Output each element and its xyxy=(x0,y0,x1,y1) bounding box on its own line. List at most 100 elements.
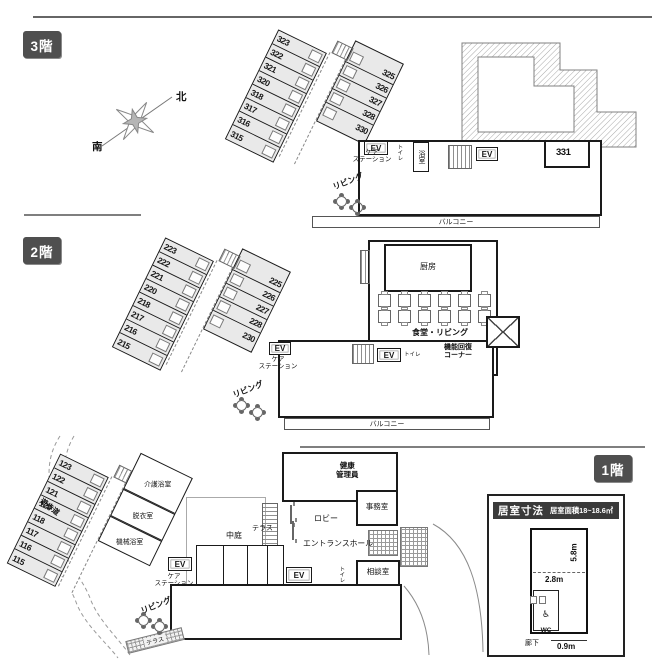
floor2-badge: 2階 xyxy=(23,237,61,264)
bed-icon xyxy=(168,311,184,326)
bed-icon xyxy=(294,76,310,91)
entrance-hall-label: エントランスホール xyxy=(303,539,374,548)
detail-title: 居室寸法 xyxy=(498,505,544,517)
sample-room-outline xyxy=(530,528,588,634)
room-number: 220 xyxy=(142,281,159,297)
room-number: 217 xyxy=(129,308,146,324)
room-number: 316 xyxy=(235,114,252,129)
elevator: EV xyxy=(377,348,401,362)
room-number: 323 xyxy=(275,33,292,48)
lightwell-shaft xyxy=(486,316,520,348)
room-number: 228 xyxy=(247,315,264,330)
room-dimension-panel: 居室寸法 居室面積18~18.6㎡ 5.8m 2.8m ♿ WC 廊下 0.9m xyxy=(487,494,625,657)
health-manager-label: 健康 管理員 xyxy=(336,461,359,479)
width-dimension: 2.8m xyxy=(545,575,564,584)
care-station-label: ケア ステーション xyxy=(154,573,194,588)
bed-icon xyxy=(342,64,358,80)
floor1-main-block xyxy=(170,584,402,640)
bath-room: 浴室 xyxy=(413,142,429,172)
room-number: 331 xyxy=(556,147,571,158)
kitchen-label: 厨房 xyxy=(420,262,436,271)
bed-icon xyxy=(188,270,204,285)
kitchen xyxy=(384,244,472,292)
toilet-label: トイレ xyxy=(338,566,345,583)
room-number: 121 xyxy=(44,484,60,500)
bed-icon xyxy=(181,284,197,299)
room-number: 318 xyxy=(249,87,265,102)
room-number: 216 xyxy=(122,322,139,337)
bed-icon xyxy=(307,49,323,64)
round-table-icon xyxy=(336,196,347,207)
round-table-icon xyxy=(252,407,263,418)
room-number: 325 xyxy=(380,66,397,82)
bed-icon xyxy=(335,78,351,93)
elevator: EV xyxy=(364,141,388,155)
room-number: 218 xyxy=(136,295,152,310)
bed-icon xyxy=(155,338,171,353)
floor1-badge: 1階 xyxy=(594,455,632,482)
elevator: EV xyxy=(269,342,291,355)
courtyard-label: 中庭 xyxy=(226,531,242,540)
bed-icon xyxy=(56,540,72,556)
bed-icon xyxy=(281,103,297,118)
bed-icon xyxy=(148,352,164,367)
room-number: 328 xyxy=(360,107,377,122)
stairs-icon xyxy=(352,344,374,364)
office-room xyxy=(356,490,398,526)
wheelchair-icon: ♿ xyxy=(541,609,551,619)
bed-icon xyxy=(222,286,238,301)
bed-icon xyxy=(216,299,232,315)
bed-icon xyxy=(69,513,86,529)
round-table-icon xyxy=(236,400,247,411)
toilet-label: トイレ xyxy=(404,352,421,358)
room-number: 330 xyxy=(354,121,370,136)
consult-label: 相談室 xyxy=(366,567,390,576)
driveway-curves xyxy=(403,523,484,656)
roof-void-hatch xyxy=(461,42,637,148)
room-number: 123 xyxy=(57,457,74,473)
room-number: 115 xyxy=(10,552,27,567)
dining-tables xyxy=(378,291,491,326)
bed-icon xyxy=(235,259,252,274)
room-number: 326 xyxy=(374,80,390,95)
bed-icon xyxy=(89,473,105,488)
bed-icon xyxy=(83,486,99,502)
room-number: 222 xyxy=(155,254,172,270)
room-number: 227 xyxy=(254,301,271,317)
toilet-label: トイレ xyxy=(396,144,403,161)
room-number: 223 xyxy=(162,241,179,256)
dining-label: 食堂・リビング xyxy=(412,328,468,337)
depth-dimension: 5.8m xyxy=(569,543,579,562)
bed-icon xyxy=(43,568,59,583)
room-number: 117 xyxy=(24,525,40,540)
room-number: 315 xyxy=(229,128,245,143)
bed-icon xyxy=(348,51,365,66)
round-table-icon xyxy=(352,202,363,213)
rehab-corner-label: 機能回復 コーナー xyxy=(444,344,472,360)
room-divider-dashed xyxy=(533,572,585,573)
terrace-label: テラス xyxy=(252,525,273,532)
bed-icon xyxy=(274,116,291,131)
room-number: 221 xyxy=(149,268,166,283)
bed-icon xyxy=(229,272,245,288)
compass-south-label: 南 xyxy=(92,141,103,153)
compass-north-label: 北 xyxy=(176,91,187,103)
elevator: EV xyxy=(286,567,312,583)
bed-icon xyxy=(76,500,92,515)
room-number: 215 xyxy=(116,336,132,351)
bed-icon xyxy=(161,324,178,339)
room-331 xyxy=(544,140,590,168)
care-station-label: ケア ステーション xyxy=(258,356,298,371)
elevator: EV xyxy=(168,557,192,571)
bed-icon xyxy=(301,62,317,77)
bed-icon xyxy=(174,297,191,312)
lobby-label: ロビー xyxy=(314,514,338,523)
wc-compartment: ♿ WC xyxy=(530,590,559,634)
room-number: 317 xyxy=(242,100,259,116)
compass-icon xyxy=(101,96,173,147)
room-number: 230 xyxy=(241,329,257,344)
floor3-balcony: バルコニー xyxy=(312,216,600,228)
entrance-paving xyxy=(400,527,428,567)
room-number: 116 xyxy=(17,538,34,553)
